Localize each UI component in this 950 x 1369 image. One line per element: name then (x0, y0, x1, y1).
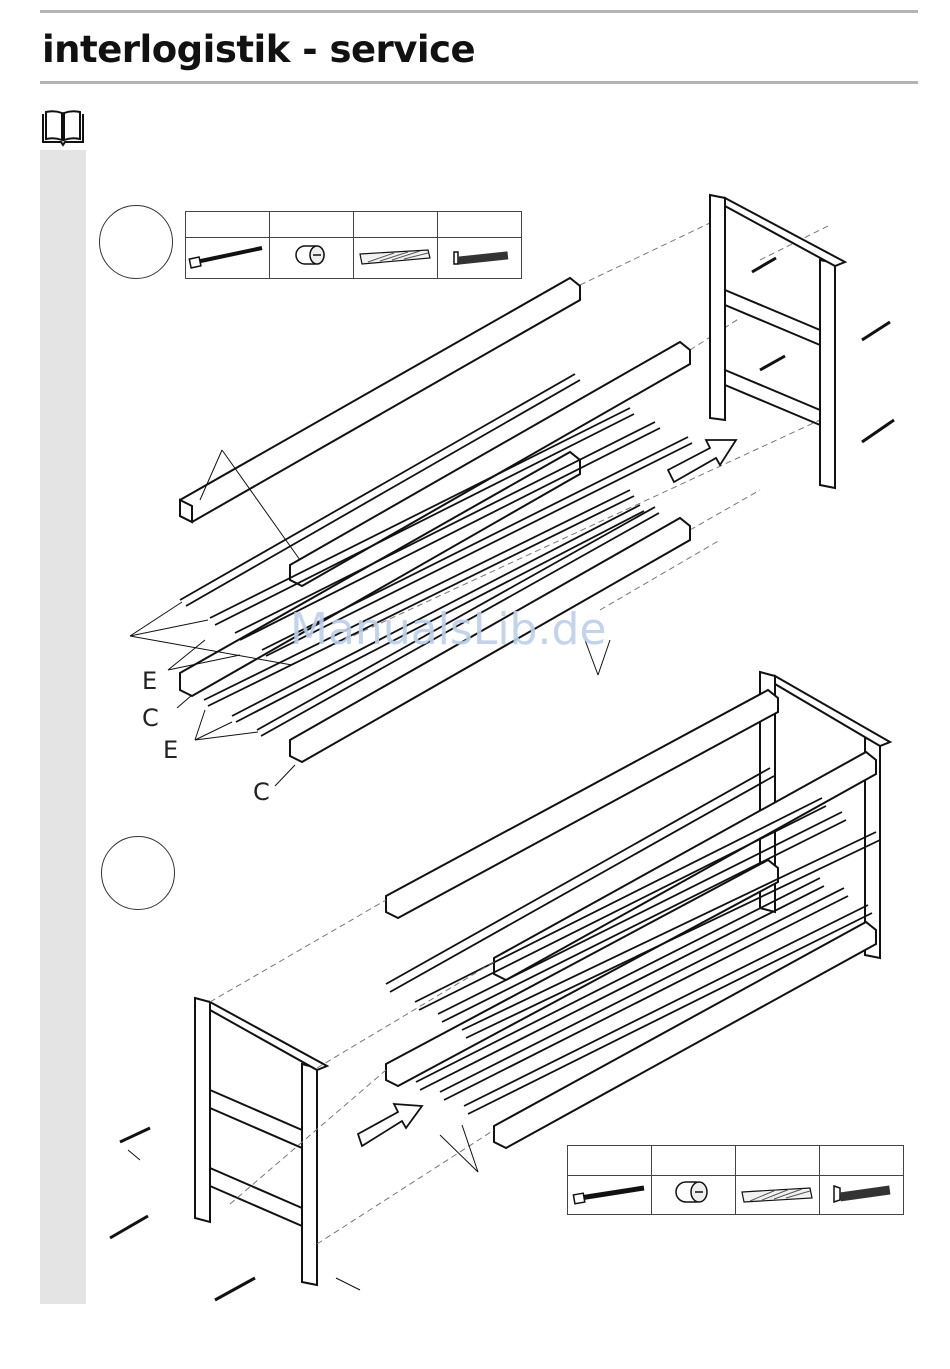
label-c-top: C (142, 704, 159, 732)
assembly-drawing (86, 150, 950, 1310)
step-2-assembled-view (110, 672, 890, 1300)
open-book-icon (40, 108, 86, 148)
brand-text: interlogistik - service (42, 28, 475, 71)
left-sidebar-strip (40, 150, 86, 1304)
brand-logo: interlogistik - service (42, 22, 475, 78)
watermark-text: ManualsLib.de (290, 604, 606, 655)
step-1-exploded-view (130, 195, 894, 786)
header-bottom-rule (40, 81, 918, 84)
header-top-rule (40, 10, 918, 13)
label-e-top: E (142, 667, 157, 695)
label-c-bottom: C (253, 778, 270, 806)
label-e-bottom: E (163, 736, 178, 764)
